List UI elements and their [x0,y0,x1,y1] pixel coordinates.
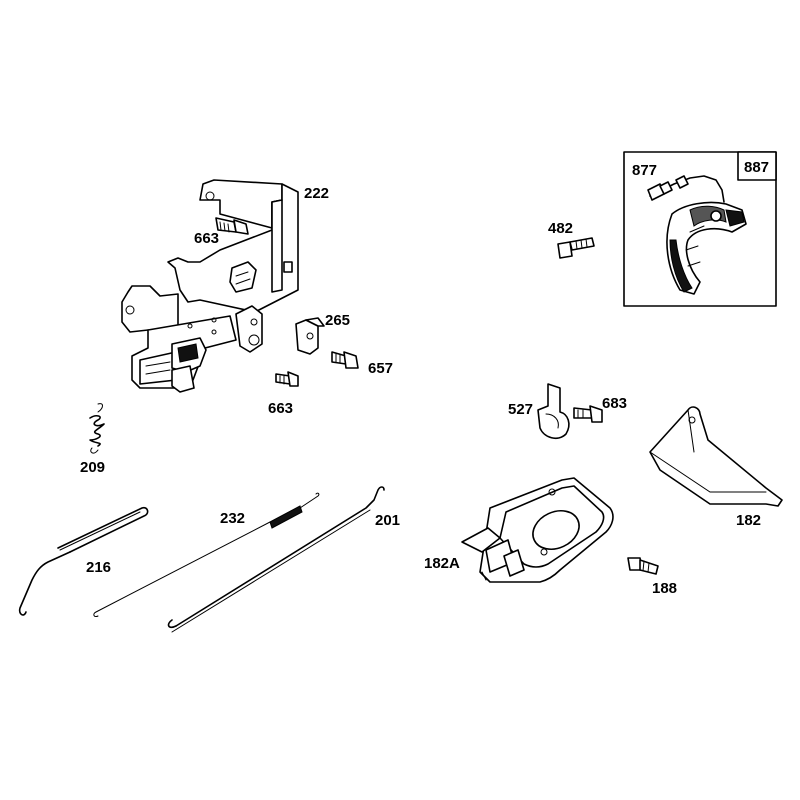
clip-265 [295,317,325,355]
label-209: 209 [80,459,105,476]
kit-box-887 [623,151,777,307]
screw-482 [557,237,595,259]
label-222: 222 [304,185,329,202]
rod-201 [167,486,385,633]
label-527: 527 [508,401,533,418]
label-201: 201 [375,512,400,529]
screw-657 [331,351,359,369]
bracket-182A [461,477,614,583]
shield-182 [649,406,783,507]
screw-188 [627,557,659,575]
control-bracket-222 [121,179,299,393]
governor-link-232 [93,492,320,617]
label-482: 482 [548,220,573,237]
label-216: 216 [86,559,111,576]
label-657: 657 [368,360,393,377]
label-182: 182 [736,512,761,529]
label-265: 265 [325,312,350,329]
screw-683 [573,405,603,423]
label-188: 188 [652,580,677,597]
rod-216 [18,506,149,616]
label-887: 887 [744,159,769,176]
label-663-lower: 663 [268,400,293,417]
screw-663-lower [275,371,299,387]
label-877: 877 [632,162,657,179]
screw-663-upper [215,217,249,235]
clamp-527 [537,383,570,440]
spring-209 [89,403,105,454]
label-683: 683 [602,395,627,412]
label-182A: 182A [424,555,460,572]
label-232: 232 [220,510,245,527]
label-663-upper: 663 [194,230,219,247]
